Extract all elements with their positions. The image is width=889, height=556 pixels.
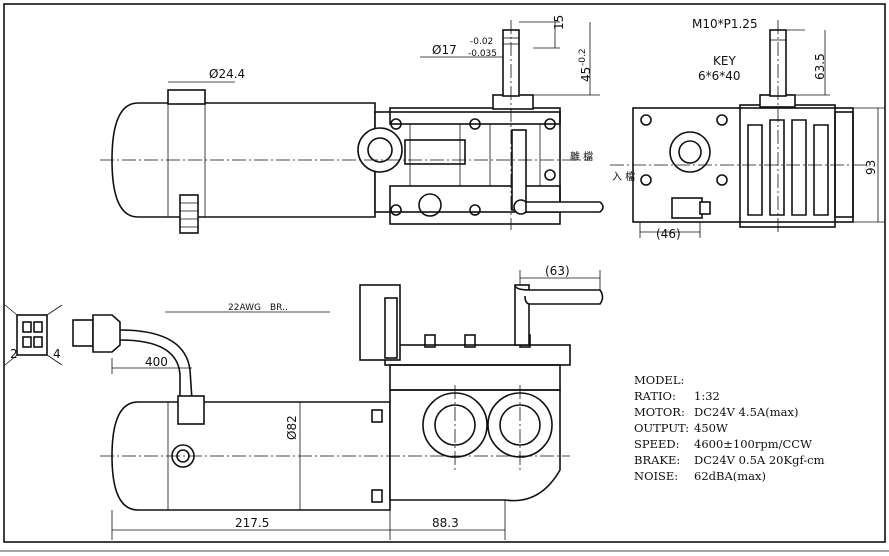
handle-offset-label: (46) xyxy=(656,227,681,241)
motor-length-label: 217.5 xyxy=(235,516,269,530)
shaft-diameter-label: Ø24.4 xyxy=(209,67,245,81)
top-side-view xyxy=(100,20,604,234)
connector-pin-4: 4 xyxy=(53,347,61,361)
spec-key-model: MODEL: xyxy=(634,373,684,387)
spec-key-motor: MOTOR: xyxy=(634,405,685,419)
top-end-view xyxy=(610,20,885,238)
key-label: KEY xyxy=(713,54,736,68)
spec-value-speed: 4600±100rpm/CCW xyxy=(694,437,812,451)
disengage-label: 離 檔 xyxy=(570,150,593,163)
motor-diameter-label: Ø82 xyxy=(285,415,299,440)
top-dimensions xyxy=(168,21,600,96)
handle-reach-label: (63) xyxy=(545,264,570,278)
spec-key-ratio: RATIO: xyxy=(634,389,676,403)
output-shaft-tol-upper: -0.02 xyxy=(470,37,493,47)
cable-color-partial: BR.. xyxy=(270,303,288,313)
spec-value-noise: 62dBA(max) xyxy=(694,469,766,483)
shaft-length-label: 45 xyxy=(579,67,593,82)
engage-label: 入 檔 xyxy=(612,170,635,183)
bottom-front-view xyxy=(4,284,604,511)
drawing-frame xyxy=(3,3,886,543)
spec-value-output: 450W xyxy=(694,421,728,435)
bottom-dimensions xyxy=(111,270,601,540)
spec-key-brake: BRAKE: xyxy=(634,453,680,467)
spec-key-noise: NOISE: xyxy=(634,469,678,483)
shaft-length-top-label: 15 xyxy=(552,15,566,30)
key-size-label: 6*6*40 xyxy=(698,69,741,83)
shaft-length-tol: -0.2 xyxy=(578,48,588,66)
right-depth-label: 93 xyxy=(864,160,878,175)
cable-spec-partial: 22AWG xyxy=(228,303,261,313)
spec-key-output: OUTPUT: xyxy=(634,421,689,435)
spec-value-brake: DC24V 0.5A 20Kgf-cm xyxy=(694,453,825,467)
spec-table: MODEL: RATIO: 1:32 MOTOR: DC24V 4.5A(max… xyxy=(634,373,825,483)
output-shaft-tol-lower: -0.035 xyxy=(468,49,497,59)
spec-key-speed: SPEED: xyxy=(634,437,680,451)
output-shaft-diameter-label: Ø17 xyxy=(432,43,457,57)
connector-pin-2: 2 xyxy=(10,347,18,361)
thread-label: M10*P1.25 xyxy=(692,17,758,31)
gearbox-length-label: 88.3 xyxy=(432,516,459,530)
spec-value-motor: DC24V 4.5A(max) xyxy=(694,405,798,419)
spec-value-ratio: 1:32 xyxy=(694,389,720,403)
right-height-label: 63.5 xyxy=(813,53,827,80)
cable-length-label: 400 xyxy=(145,355,168,369)
